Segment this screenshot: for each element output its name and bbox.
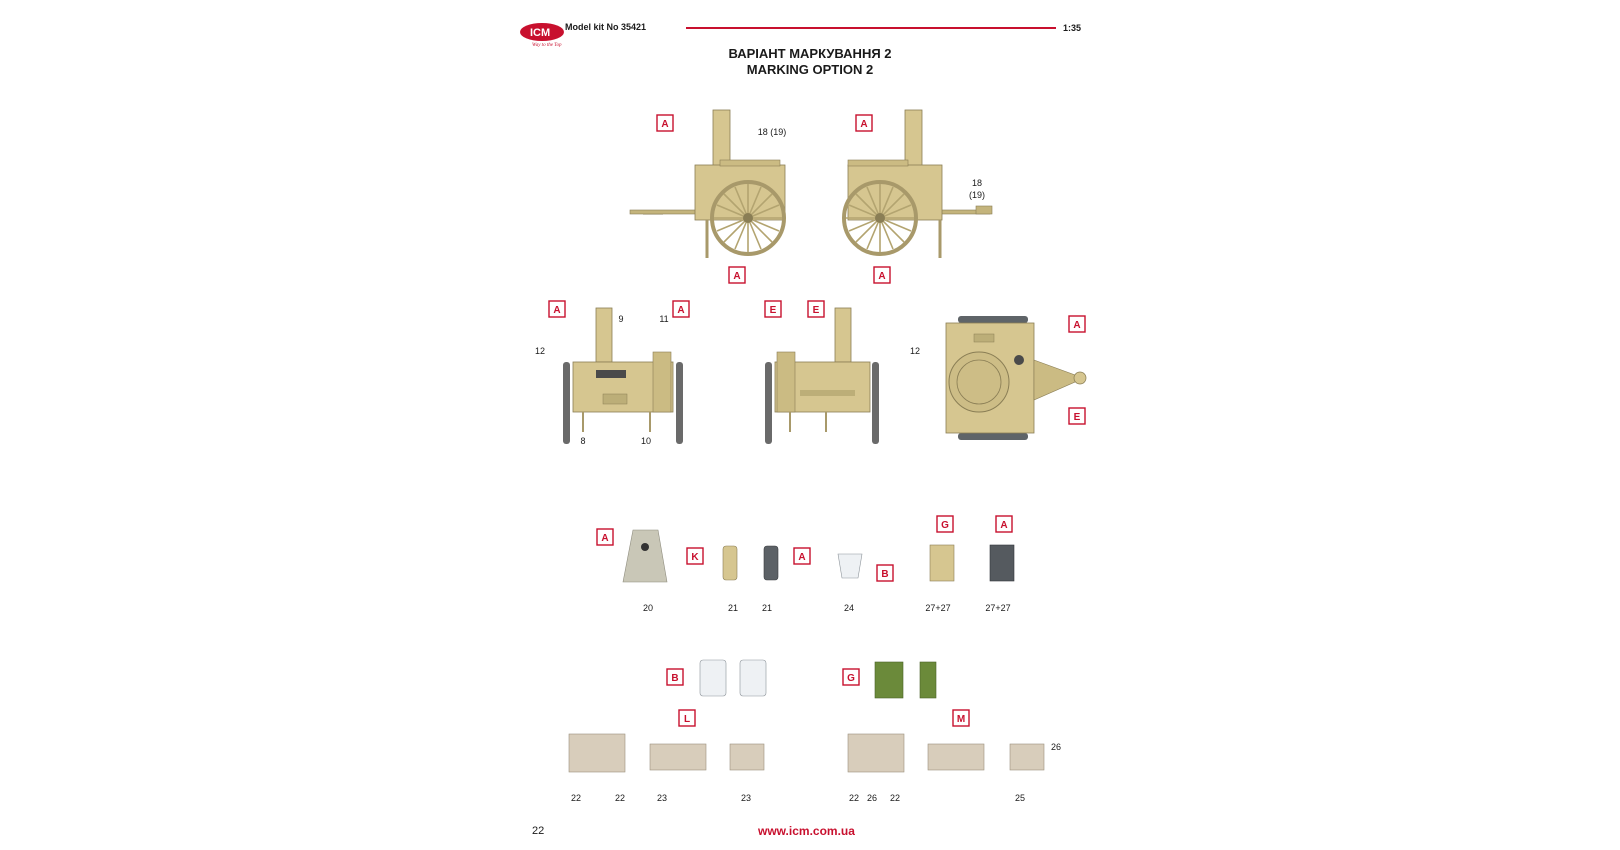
svg-text:A: A <box>677 305 684 316</box>
svg-text:E: E <box>1074 412 1081 423</box>
part-number-0: 18 (19) <box>758 127 787 137</box>
svg-text:Way to the Top: Way to the Top <box>532 43 562 48</box>
svg-text:M: M <box>957 714 965 725</box>
part-number-10: 21 <box>728 603 738 613</box>
part-number-2: (19) <box>969 190 985 200</box>
part-number-1: 18 <box>972 178 982 188</box>
kitchen-rear-view <box>765 307 879 444</box>
olive-can-2 <box>919 661 937 699</box>
olive-can-1 <box>874 661 904 699</box>
part-number-9: 20 <box>643 603 653 613</box>
part-number-14: 27+27 <box>985 603 1010 613</box>
svg-text:L: L <box>684 714 690 725</box>
part-number-15: 22 <box>571 793 581 803</box>
svg-text:B: B <box>881 569 888 580</box>
marking-badge-2: A <box>728 266 746 284</box>
jerrycan-sand <box>929 544 955 582</box>
part-number-13: 27+27 <box>925 603 950 613</box>
part-number-18: 23 <box>741 793 751 803</box>
marking-badge-19: M <box>952 709 970 727</box>
jerrycan-grey <box>989 544 1015 582</box>
marking-badge-9: E <box>1068 407 1086 425</box>
icm-logo: ICM Way to the Top <box>518 18 568 53</box>
marking-badge-5: A <box>672 300 690 318</box>
model-kit-number: Model kit No 35421 <box>565 22 647 32</box>
marking-badge-13: B <box>876 564 894 582</box>
svg-text:A: A <box>878 271 885 282</box>
svg-text:A: A <box>860 119 867 130</box>
part-number-5: 12 <box>535 346 545 356</box>
svg-text:A: A <box>798 552 805 563</box>
flour-bag <box>622 529 668 583</box>
svg-text:E: E <box>813 305 820 316</box>
kitchen-top-view <box>945 316 1087 440</box>
svg-text:ICM: ICM <box>530 27 550 39</box>
marking-badge-18: L <box>678 709 696 727</box>
marking-badge-11: K <box>686 547 704 565</box>
marking-badge-6: E <box>764 300 782 318</box>
kitchen-front-view <box>563 307 683 444</box>
page-title: ВАРІАНТ МАРКУВАННЯ 2 MARKING OPTION 2 <box>680 46 940 78</box>
part-number-8: 10 <box>641 436 651 446</box>
part-number-11: 21 <box>762 603 772 613</box>
marking-badge-17: G <box>842 668 860 686</box>
website-link[interactable]: www.icm.com.ua <box>758 824 855 838</box>
title-ukrainian: ВАРІАНТ МАРКУВАННЯ 2 <box>728 46 892 61</box>
part-number-7: 8 <box>580 436 585 446</box>
svg-text:G: G <box>847 673 855 684</box>
part-number-3: 9 <box>618 314 623 324</box>
marking-badge-10: A <box>596 528 614 546</box>
marking-badge-1: A <box>855 114 873 132</box>
marking-badge-16: B <box>666 668 684 686</box>
crate-25 <box>1009 743 1045 771</box>
marking-badge-7: E <box>807 300 825 318</box>
part-number-22: 26 <box>867 793 877 803</box>
thermos-grey <box>763 545 779 581</box>
marking-badge-3: A <box>873 266 891 284</box>
svg-text:K: K <box>691 552 699 563</box>
marking-badge-15: A <box>995 515 1013 533</box>
kitchen-side-view-left <box>629 109 786 258</box>
svg-text:B: B <box>671 673 678 684</box>
svg-text:A: A <box>1073 320 1080 331</box>
title-english: MARKING OPTION 2 <box>746 62 874 77</box>
part-number-12: 24 <box>844 603 854 613</box>
part-number-19: 22 <box>849 793 859 803</box>
thermos-sand <box>722 545 738 581</box>
crate-m-right <box>927 743 985 771</box>
svg-text:A: A <box>733 271 740 282</box>
part-number-23: 25 <box>1015 793 1025 803</box>
scale-label: 1:35 <box>1063 23 1082 33</box>
part-number-21: 22 <box>890 793 900 803</box>
kitchen-side-view-right <box>842 109 993 258</box>
crate-22-right <box>847 733 905 773</box>
svg-text:E: E <box>770 305 777 316</box>
crate-22 <box>568 733 626 773</box>
milk-can-2 <box>739 659 767 697</box>
marking-badge-14: G <box>936 515 954 533</box>
marking-badge-12: A <box>793 547 811 565</box>
crate-23-end <box>729 743 765 771</box>
svg-text:A: A <box>601 533 608 544</box>
bucket <box>837 553 863 579</box>
marking-badge-0: A <box>656 114 674 132</box>
svg-text:G: G <box>941 520 949 531</box>
header-rule <box>686 27 1056 29</box>
part-number-16: 22 <box>615 793 625 803</box>
milk-can-1 <box>699 659 727 697</box>
marking-badge-4: A <box>548 300 566 318</box>
page-number: 22 <box>532 825 545 837</box>
crate-23 <box>649 743 707 771</box>
marking-badge-8: A <box>1068 315 1086 333</box>
svg-text:A: A <box>661 119 668 130</box>
svg-text:A: A <box>553 305 560 316</box>
part-number-4: 11 <box>659 314 668 324</box>
part-number-6: 12 <box>910 346 920 356</box>
part-number-20: 26 <box>1051 742 1061 752</box>
part-number-17: 23 <box>657 793 667 803</box>
svg-text:A: A <box>1000 520 1007 531</box>
